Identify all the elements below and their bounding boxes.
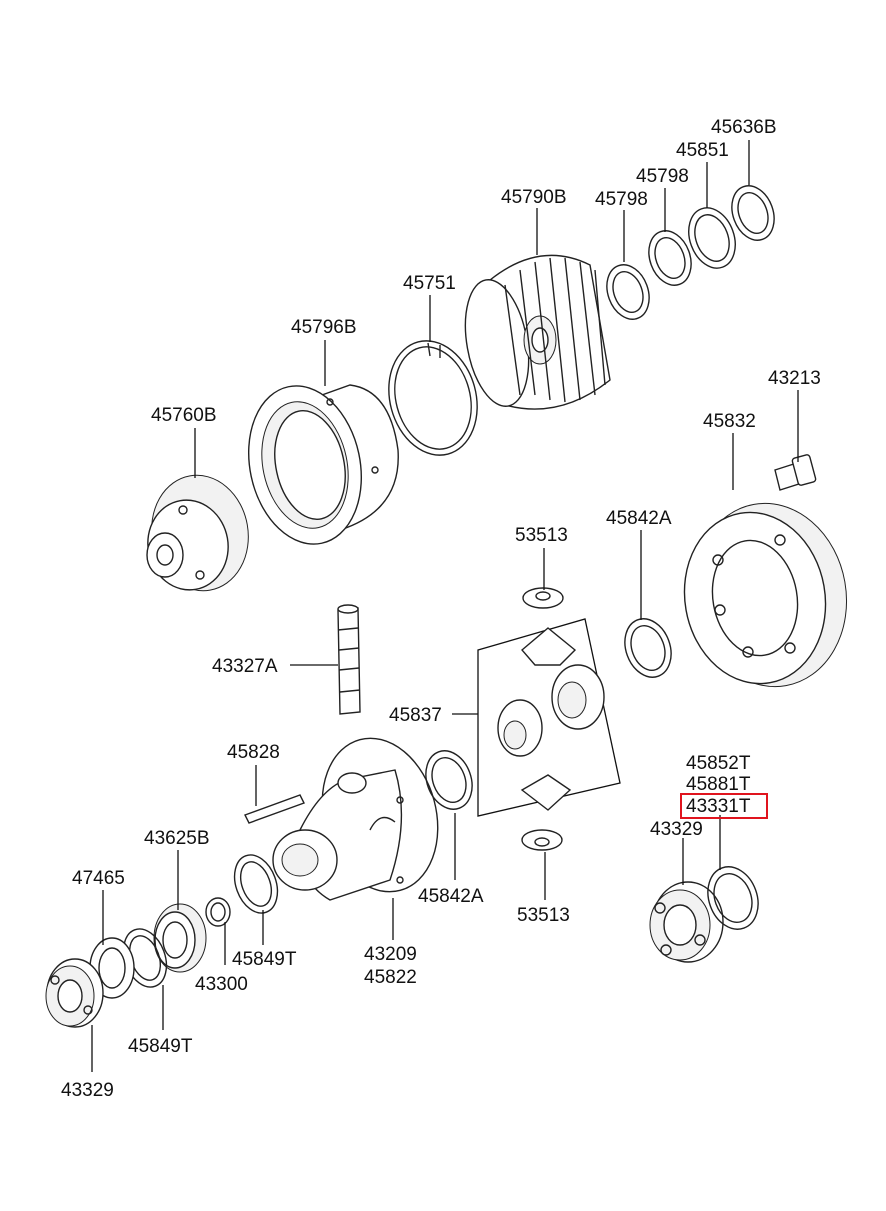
ring-gear-45796B[interactable] xyxy=(235,375,399,554)
label-45837[interactable]: 45837 xyxy=(389,705,442,726)
label-45828[interactable]: 45828 xyxy=(227,742,280,763)
label-53513-upper[interactable]: 53513 xyxy=(515,525,568,546)
diff-case-43209[interactable] xyxy=(272,725,454,905)
shim-45798-b[interactable] xyxy=(600,259,657,325)
label-43300[interactable]: 43300 xyxy=(195,974,248,995)
shim-43331T[interactable] xyxy=(700,860,767,937)
label-45636B[interactable]: 45636B xyxy=(711,117,777,138)
shim-45798-a[interactable] xyxy=(642,225,699,291)
part-labels: 45636B 45851 45798 45798 45790B 45751 45… xyxy=(61,117,821,1101)
shim-45851[interactable] xyxy=(681,201,744,274)
seal-43300[interactable] xyxy=(205,897,231,927)
bearing-43329-left[interactable] xyxy=(45,958,104,1028)
label-45790B[interactable]: 45790B xyxy=(501,187,567,208)
pin-43327A[interactable] xyxy=(337,604,361,715)
label-45822[interactable]: 45822 xyxy=(364,967,417,988)
label-45849T-lower[interactable]: 45849T xyxy=(128,1036,193,1057)
label-45852T[interactable]: 45852T xyxy=(686,753,751,774)
snap-ring-45751[interactable] xyxy=(376,331,489,465)
label-45760B[interactable]: 45760B xyxy=(151,405,217,426)
label-45881T[interactable]: 45881T xyxy=(686,774,751,795)
pin-45828[interactable] xyxy=(244,794,305,824)
label-45751[interactable]: 45751 xyxy=(403,273,456,294)
label-45796B[interactable]: 45796B xyxy=(291,317,357,338)
carrier-45760B[interactable] xyxy=(141,468,258,599)
label-43329-left[interactable]: 43329 xyxy=(61,1080,114,1101)
label-45849T-upper[interactable]: 45849T xyxy=(232,949,297,970)
bolt-43213[interactable] xyxy=(774,454,817,491)
label-45798-a[interactable]: 45798 xyxy=(636,166,689,187)
shim-45849T-upper[interactable] xyxy=(227,849,285,919)
shim-45636B[interactable] xyxy=(725,180,782,246)
label-45842A-upper[interactable]: 45842A xyxy=(606,508,672,529)
leader-lines xyxy=(91,140,799,1072)
shim-45842A-upper[interactable] xyxy=(617,612,679,683)
washer-53513-lower[interactable] xyxy=(521,829,563,851)
label-47465[interactable]: 47465 xyxy=(72,868,125,889)
pinion-set-45837[interactable] xyxy=(477,618,621,817)
label-45832[interactable]: 45832 xyxy=(703,411,756,432)
label-43331T[interactable]: 43331T xyxy=(686,796,751,817)
label-45851[interactable]: 45851 xyxy=(676,140,729,161)
final-gear-45832[interactable] xyxy=(671,491,861,699)
label-43625B[interactable]: 43625B xyxy=(144,828,210,849)
label-43213[interactable]: 43213 xyxy=(768,368,821,389)
drum-45790B[interactable] xyxy=(456,254,611,411)
bearing-43329-right[interactable] xyxy=(649,881,724,963)
washer-53513-upper[interactable] xyxy=(522,587,564,609)
label-45842A-lower[interactable]: 45842A xyxy=(418,886,484,907)
label-43327A[interactable]: 43327A xyxy=(212,656,278,677)
highlight-box xyxy=(680,793,768,819)
label-43209[interactable]: 43209 xyxy=(364,944,417,965)
label-53513-lower[interactable]: 53513 xyxy=(517,905,570,926)
shim-45842A-lower[interactable] xyxy=(418,744,480,815)
label-45798-b[interactable]: 45798 xyxy=(595,189,648,210)
gear-43625B[interactable] xyxy=(153,903,207,973)
label-43329-right[interactable]: 43329 xyxy=(650,819,703,840)
